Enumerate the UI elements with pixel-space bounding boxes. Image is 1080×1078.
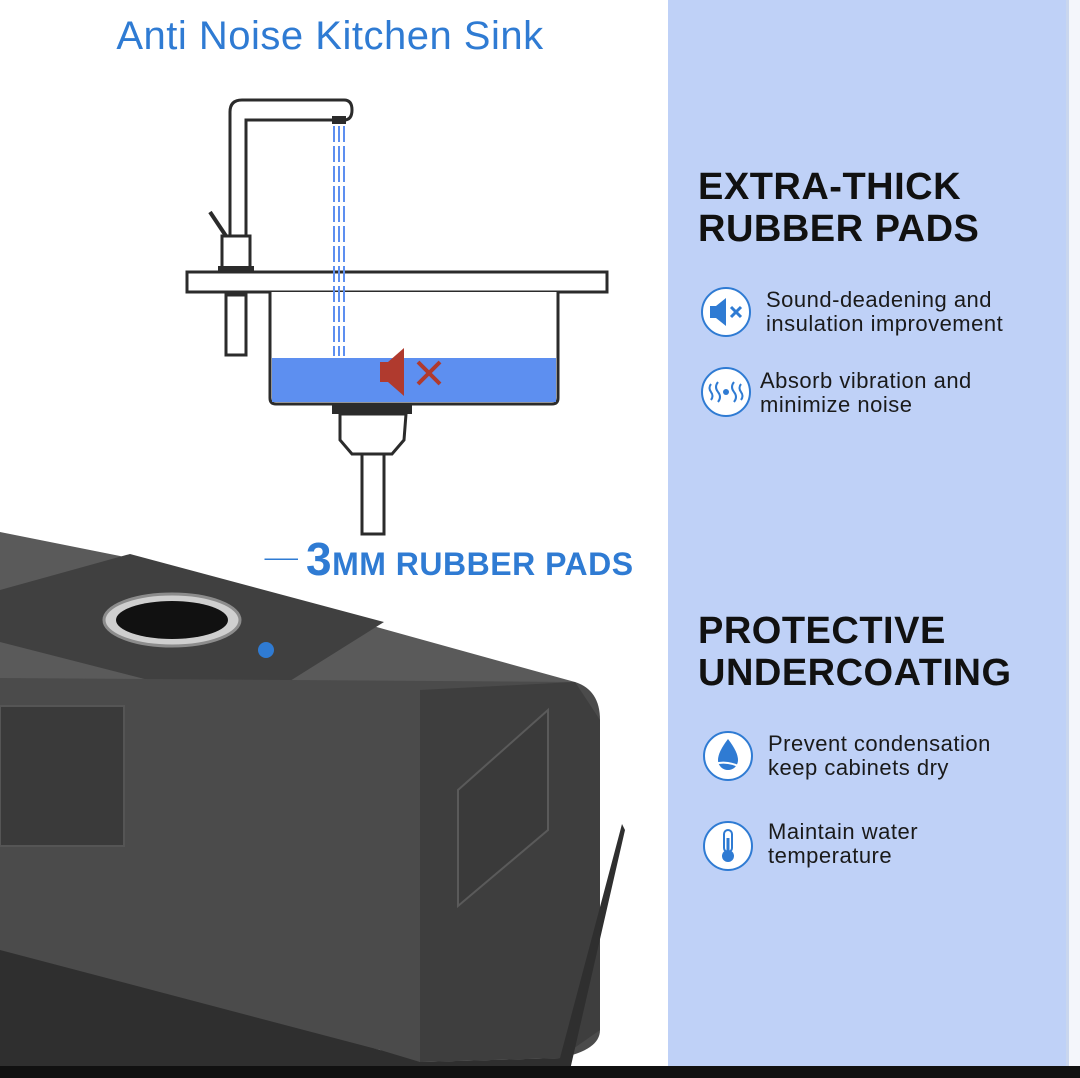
- vibration-icon: [700, 366, 752, 418]
- thermometer-icon: [702, 820, 754, 872]
- page-title: Anti Noise Kitchen Sink: [116, 14, 544, 58]
- feature-prevent-condensation: Prevent condensation keep cabinets dry: [768, 732, 991, 780]
- feature-maintain-temperature: Maintain water temperature: [768, 820, 918, 868]
- heading-line: RUBBER PADS: [698, 208, 980, 250]
- page-margin: [1066, 0, 1080, 1078]
- panel-edge-line: [1066, 0, 1069, 1078]
- bottom-bar: [0, 1066, 1080, 1078]
- feature-line: keep cabinets dry: [768, 755, 949, 780]
- feature-line: minimize noise: [760, 392, 913, 417]
- sink-product-photo: [0, 532, 625, 1070]
- feature-sound-deadening: Sound-deadening and insulation improveme…: [766, 288, 1003, 336]
- callout-number: 3: [306, 533, 333, 585]
- water-drop-icon: [702, 730, 754, 782]
- heading-undercoating: PROTECTIVE UNDERCOATING: [698, 610, 1012, 694]
- features-panel: [668, 0, 1066, 1078]
- heading-rubber-pads: EXTRA-THICK RUBBER PADS: [698, 166, 979, 250]
- sink-diagram: [185, 98, 609, 560]
- rubber-pad-callout: 3MM RUBBER PADS: [306, 532, 634, 586]
- speaker-muted-icon: [700, 286, 752, 338]
- heading-line: EXTRA-THICK: [698, 166, 962, 208]
- feature-line: temperature: [768, 843, 893, 868]
- feature-line: Absorb vibration and: [760, 368, 972, 393]
- feature-line: Prevent condensation: [768, 731, 991, 756]
- feature-absorb-vibration: Absorb vibration and minimize noise: [760, 369, 972, 417]
- feature-line: Sound-deadening and: [766, 287, 993, 312]
- callout-label: MM RUBBER PADS: [332, 546, 634, 582]
- heading-line: UNDERCOATING: [698, 652, 1012, 694]
- muted-speaker-icon: [380, 348, 442, 396]
- illustration-panel: Anti Noise Kitchen Sink: [0, 14, 634, 1070]
- feature-line: Maintain water: [768, 819, 919, 844]
- feature-line: insulation improvement: [766, 311, 1004, 336]
- heading-line: PROTECTIVE: [698, 610, 946, 652]
- water-stream: [333, 126, 345, 356]
